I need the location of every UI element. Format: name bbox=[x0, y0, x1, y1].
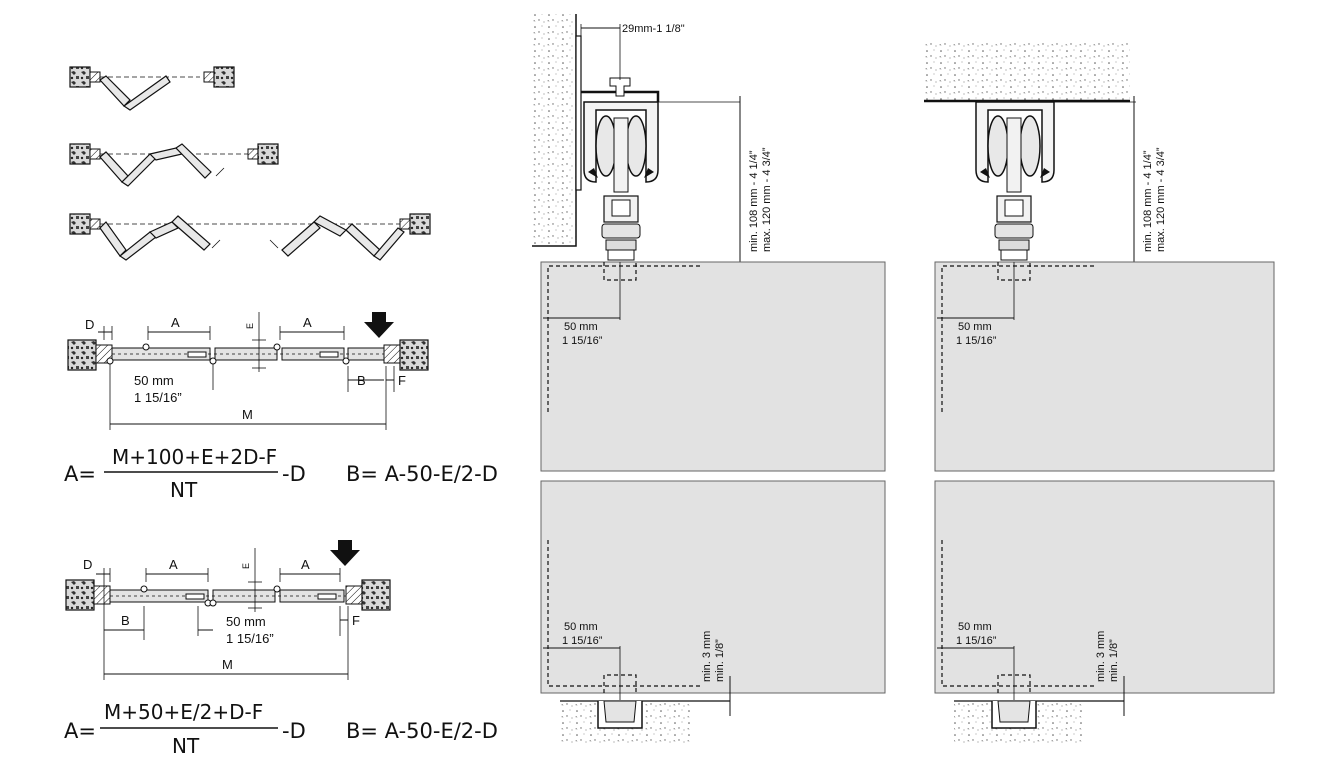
dim-label-m: M bbox=[222, 657, 233, 672]
wall-offset-label: 29mm-1 1/8" bbox=[622, 23, 685, 35]
dim-label-a: A bbox=[171, 315, 180, 330]
dim-label-e: E bbox=[245, 323, 255, 329]
gap-mm-label: min. 3 mm bbox=[701, 631, 713, 682]
door-panel-lower bbox=[540, 480, 886, 694]
height-min-label: min. 108 mm - 4 1/4” bbox=[748, 150, 760, 252]
top-50mm-label: 50 mm bbox=[564, 321, 598, 333]
formula-top: A= M+100+E+2D-F NT -D B= A-50-E/2-D bbox=[64, 445, 498, 502]
formula-suffix: -D bbox=[282, 462, 306, 486]
formula-b: B= A-50-E/2-D bbox=[346, 462, 498, 486]
formula-bottom: A= M+50+E/2+D-F NT -D B= A-50-E/2-D bbox=[64, 700, 498, 758]
bottom-50in-label: 1 15/16” bbox=[956, 635, 997, 647]
gap-in-label: min. 1/8” bbox=[714, 639, 726, 682]
dim-label-e: E bbox=[241, 563, 251, 569]
dim-label-a: A bbox=[301, 557, 310, 572]
height-min-label: min. 108 mm - 4 1/4” bbox=[1142, 150, 1154, 252]
height-max-label: max. 120 mm - 4 3/4” bbox=[761, 147, 773, 252]
dim-label-50in: 1 15/16” bbox=[226, 631, 274, 646]
folding-schematic-3 bbox=[69, 213, 431, 261]
top-50mm-label: 50 mm bbox=[958, 321, 992, 333]
formula-denominator: NT bbox=[170, 478, 198, 502]
bottom-50mm-label: 50 mm bbox=[564, 621, 598, 633]
dim-label-f: F bbox=[398, 373, 406, 388]
dim-label-d: D bbox=[85, 317, 94, 332]
height-max-label: max. 120 mm - 4 3/4” bbox=[1155, 147, 1167, 252]
formula-numerator: M+50+E/2+D-F bbox=[104, 700, 263, 724]
dim-label-m: M bbox=[242, 407, 253, 422]
door-panel-upper bbox=[934, 261, 1275, 472]
top-50in-label: 1 15/16” bbox=[562, 335, 603, 347]
dim-label-b: B bbox=[357, 373, 366, 388]
dim-label-50mm: 50 mm bbox=[134, 373, 174, 388]
formula-denominator: NT bbox=[172, 734, 200, 758]
formula-prefix: A= bbox=[64, 719, 96, 743]
dim-label-50mm: 50 mm bbox=[226, 614, 266, 629]
door-panel-lower bbox=[934, 480, 1275, 694]
dim-label-50in: 1 15/16” bbox=[134, 390, 182, 405]
bottom-50mm-label: 50 mm bbox=[958, 621, 992, 633]
formula-suffix: -D bbox=[282, 719, 306, 743]
dim-label-a: A bbox=[303, 315, 312, 330]
section-wall-mounted: 29mm-1 1/8" min. 108 mm - 4 1/4” max. 12… bbox=[532, 14, 886, 745]
formula-b: B= A-50-E/2-D bbox=[346, 719, 498, 743]
dim-label-b: B bbox=[121, 613, 130, 628]
section-ceiling-mounted: min. 108 mm - 4 1/4” max. 120 mm - 4 3/4… bbox=[924, 40, 1275, 745]
folding-schematic-2 bbox=[69, 143, 279, 187]
gap-mm-label: min. 3 mm bbox=[1095, 631, 1107, 682]
bottom-50in-label: 1 15/16” bbox=[562, 635, 603, 647]
top-50in-label: 1 15/16” bbox=[956, 335, 997, 347]
formula-prefix: A= bbox=[64, 462, 96, 486]
dim-label-a: A bbox=[169, 557, 178, 572]
plan-view-bottom: D A E A B 50 mm 1 15/16” F M bbox=[65, 540, 391, 680]
plan-view-top: D A E A 50 mm 1 15/16” B F M bbox=[67, 312, 429, 430]
folding-schematic-1 bbox=[69, 66, 235, 111]
gap-in-label: min. 1/8” bbox=[1108, 639, 1120, 682]
dim-label-d: D bbox=[83, 557, 92, 572]
formula-numerator: M+100+E+2D-F bbox=[112, 445, 277, 469]
dim-label-f: F bbox=[352, 613, 360, 628]
door-panel-upper bbox=[540, 261, 886, 472]
